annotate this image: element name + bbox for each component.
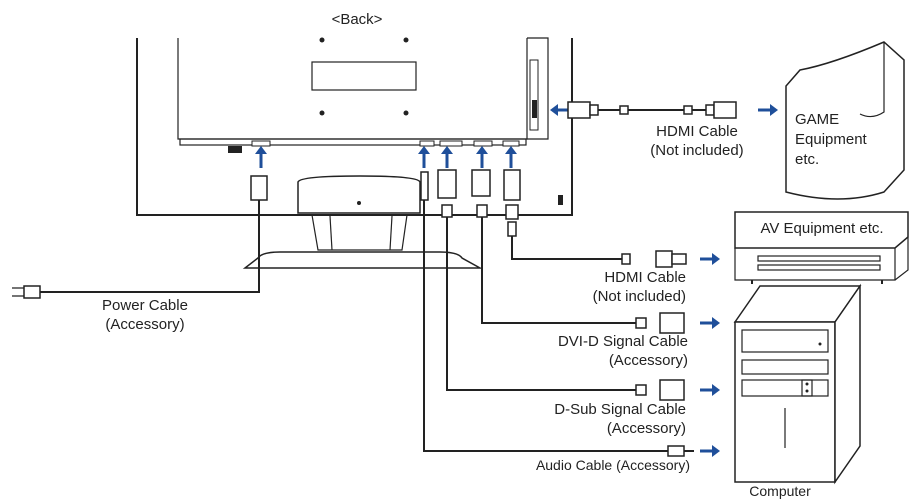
- game-equipment: [785, 41, 905, 200]
- dsub-cable-note: (Accessory): [607, 420, 686, 437]
- monitor-stand: [242, 175, 483, 269]
- computer-label: Computer: [749, 483, 811, 499]
- audio-cable-label: Audio Cable (Accessory): [536, 457, 690, 473]
- game-label-line2: Equipment: [795, 131, 868, 148]
- hdmi-cable-av-note: (Not included): [593, 288, 686, 305]
- dvi-cable-note: (Accessory): [609, 352, 688, 369]
- power-port-arrow: [255, 146, 267, 168]
- hdmi-cable-game: [567, 101, 737, 119]
- hdmi-port-arrow: [505, 146, 517, 168]
- audio-port-arrow: [418, 146, 430, 168]
- hdmi-cable-game-note: (Not included): [650, 142, 743, 159]
- dvi-cable-label: DVI-D Signal Cable: [558, 333, 688, 350]
- hdmi-cable-game-label: HDMI Cable: [656, 123, 738, 140]
- diagram-title: <Back>: [332, 11, 383, 28]
- dvi-cable: [471, 169, 685, 334]
- dsub-cable-label: D-Sub Signal Cable: [554, 401, 686, 418]
- hdmi-cable-av-label: HDMI Cable: [604, 269, 686, 286]
- dvi-pc-arrow: [700, 317, 720, 329]
- audio-pc-arrow: [700, 445, 720, 457]
- computer-tower: [733, 283, 862, 485]
- game-label-line3: etc.: [795, 151, 819, 168]
- dvi-port-arrow: [476, 146, 488, 168]
- power-cable-note: (Accessory): [105, 316, 184, 333]
- power-cable-label: Power Cable: [102, 297, 188, 314]
- audio-cable: [420, 171, 694, 457]
- game-arrow: [758, 104, 778, 116]
- power-cable: [12, 175, 268, 299]
- av-arrow: [700, 253, 720, 265]
- av-equipment: [734, 211, 909, 284]
- monitor-back: [136, 37, 573, 216]
- game-label-line1: GAME: [795, 111, 839, 128]
- side-hdmi-arrow: [550, 104, 570, 116]
- vga-port-arrow: [441, 146, 453, 168]
- hdmi-cable-av: [503, 169, 687, 268]
- av-equipment-label: AV Equipment etc.: [760, 220, 883, 237]
- dsub-cable: [437, 169, 685, 401]
- dsub-pc-arrow: [700, 384, 720, 396]
- port-arrows: [255, 104, 778, 457]
